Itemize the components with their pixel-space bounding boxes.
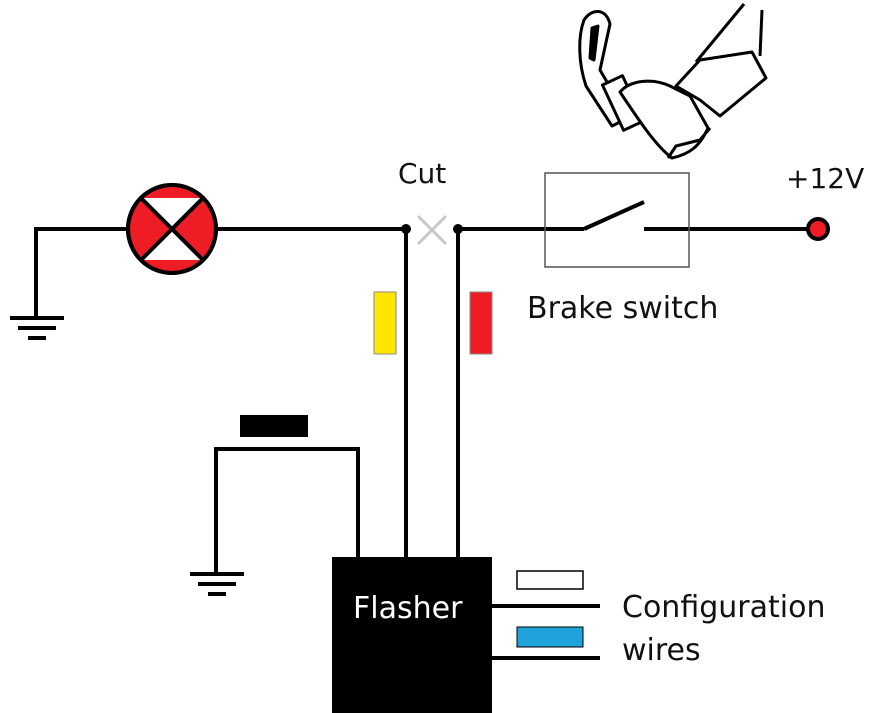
flasher-module [332, 557, 492, 713]
switch-box [544, 172, 690, 268]
white-config-wire-marker [516, 570, 584, 590]
cut-mark-icon [416, 214, 448, 246]
red-wire-marker [469, 291, 493, 355]
yellow-wire-marker [373, 291, 397, 355]
blue-config-wire-marker [516, 626, 584, 648]
flasher-label: Flasher [353, 591, 463, 626]
black-wire-marker [240, 415, 308, 437]
cut-label: Cut [398, 157, 446, 190]
brake-switch-label: Brake switch [527, 291, 718, 326]
power-terminal [806, 217, 830, 241]
configuration-wires [490, 604, 600, 660]
pedal-foot-icon [578, 3, 768, 160]
flasher-feed-wires [404, 229, 460, 559]
lamp-icon [126, 183, 218, 275]
ground-icon [10, 229, 64, 340]
voltage-label: +12V [786, 162, 864, 195]
brake-switch-icon [583, 200, 645, 231]
flasher-ground-wire [190, 447, 360, 596]
wires-label: wires [622, 633, 701, 668]
configuration-label: Configuration [622, 590, 825, 625]
